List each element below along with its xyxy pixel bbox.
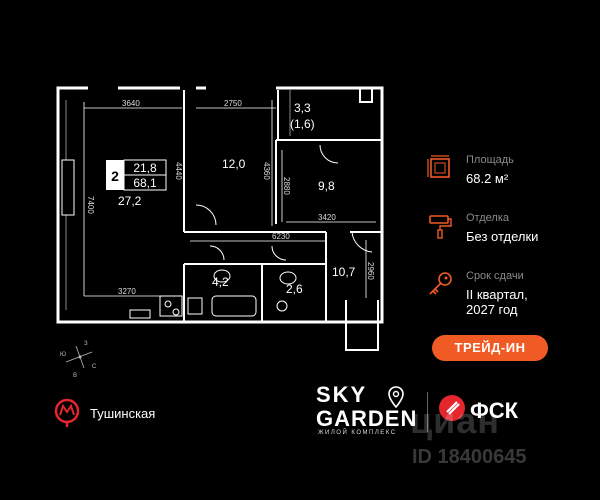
info-deadline-label: Срок сдачи [466,270,524,282]
key-icon [429,272,452,295]
fsk-logo-icon [439,395,465,421]
info-finish-label: Отделка [466,212,509,224]
room-count-badge [106,160,124,190]
dim-6230: 6230 [272,232,290,241]
sky-garden-logo-top: SKY [316,382,368,407]
sky-garden-logo-bottom: GARDEN [316,406,418,431]
room-area-hall: 10,7 [332,265,356,279]
metro-icon [54,398,80,427]
paint-roller-icon [429,215,452,239]
location-pin-icon [388,386,404,408]
room-area-bath2: 2,6 [286,282,303,296]
floor-plan: 2 21,8 68,1 27,2 12,0 9,8 3,3 (1,6) 4,2 … [56,85,384,379]
room-count: 2 [111,168,119,184]
info-deadline-line1: II квартал, [466,287,528,302]
room-area-wardrobe-sub: (1,6) [290,117,315,131]
dim-2750: 2750 [224,99,242,108]
trade-in-button[interactable]: ТРЕЙД-ИН [432,335,548,361]
logo-divider [427,392,428,432]
info-deadline: Срок сдачи II квартал, 2027 год [424,266,600,324]
compass-w: Ю [60,352,66,358]
fsk-logo-text: ФСК [470,398,519,423]
dim-3640: 3640 [122,99,140,108]
dim-3270: 3270 [118,287,136,296]
info-finish-value: Без отделки [466,229,539,244]
info-panel: Площадь 68.2 м² Отделка Без отделки Срок… [424,150,600,324]
room-area-living: 27,2 [118,194,142,208]
dim-2880: 2880 [282,177,291,195]
cian-watermark: циан [410,400,501,441]
dim-7400: 7400 [86,196,95,214]
room-area-bath1: 4,2 [212,275,229,289]
dim-2960: 2960 [366,262,375,280]
info-finish: Отделка Без отделки [424,208,600,266]
compass-icon: З С В Ю [60,341,97,379]
room-area-room2: 9,8 [318,179,335,193]
room-area-bedroom: 12,0 [222,157,246,171]
info-area-value: 68.2 м² [466,171,509,186]
room-area-wardrobe: 3,3 [294,101,311,115]
living-area: 21,8 [133,161,157,175]
info-deadline-line2: 2027 год [466,302,518,317]
listing-id-watermark: ID 18400645 [412,446,527,468]
compass-e: С [92,364,97,370]
compass-s: В [73,373,77,379]
sky-garden-logo-sub: ЖИЛОЙ КОМПЛЕКС [318,430,397,436]
total-area: 68,1 [133,176,157,190]
metro-station: Тушинская [90,406,156,421]
dim-4440: 4440 [174,162,183,180]
compass-n: З [84,341,88,347]
info-area-label: Площадь [466,154,514,166]
dim-3420: 3420 [318,213,336,222]
dim-4360: 4360 [262,162,271,180]
info-area: Площадь 68.2 м² [424,150,600,208]
info-deadline-value: II квартал, 2027 год [466,287,528,317]
area-icon [427,155,450,178]
